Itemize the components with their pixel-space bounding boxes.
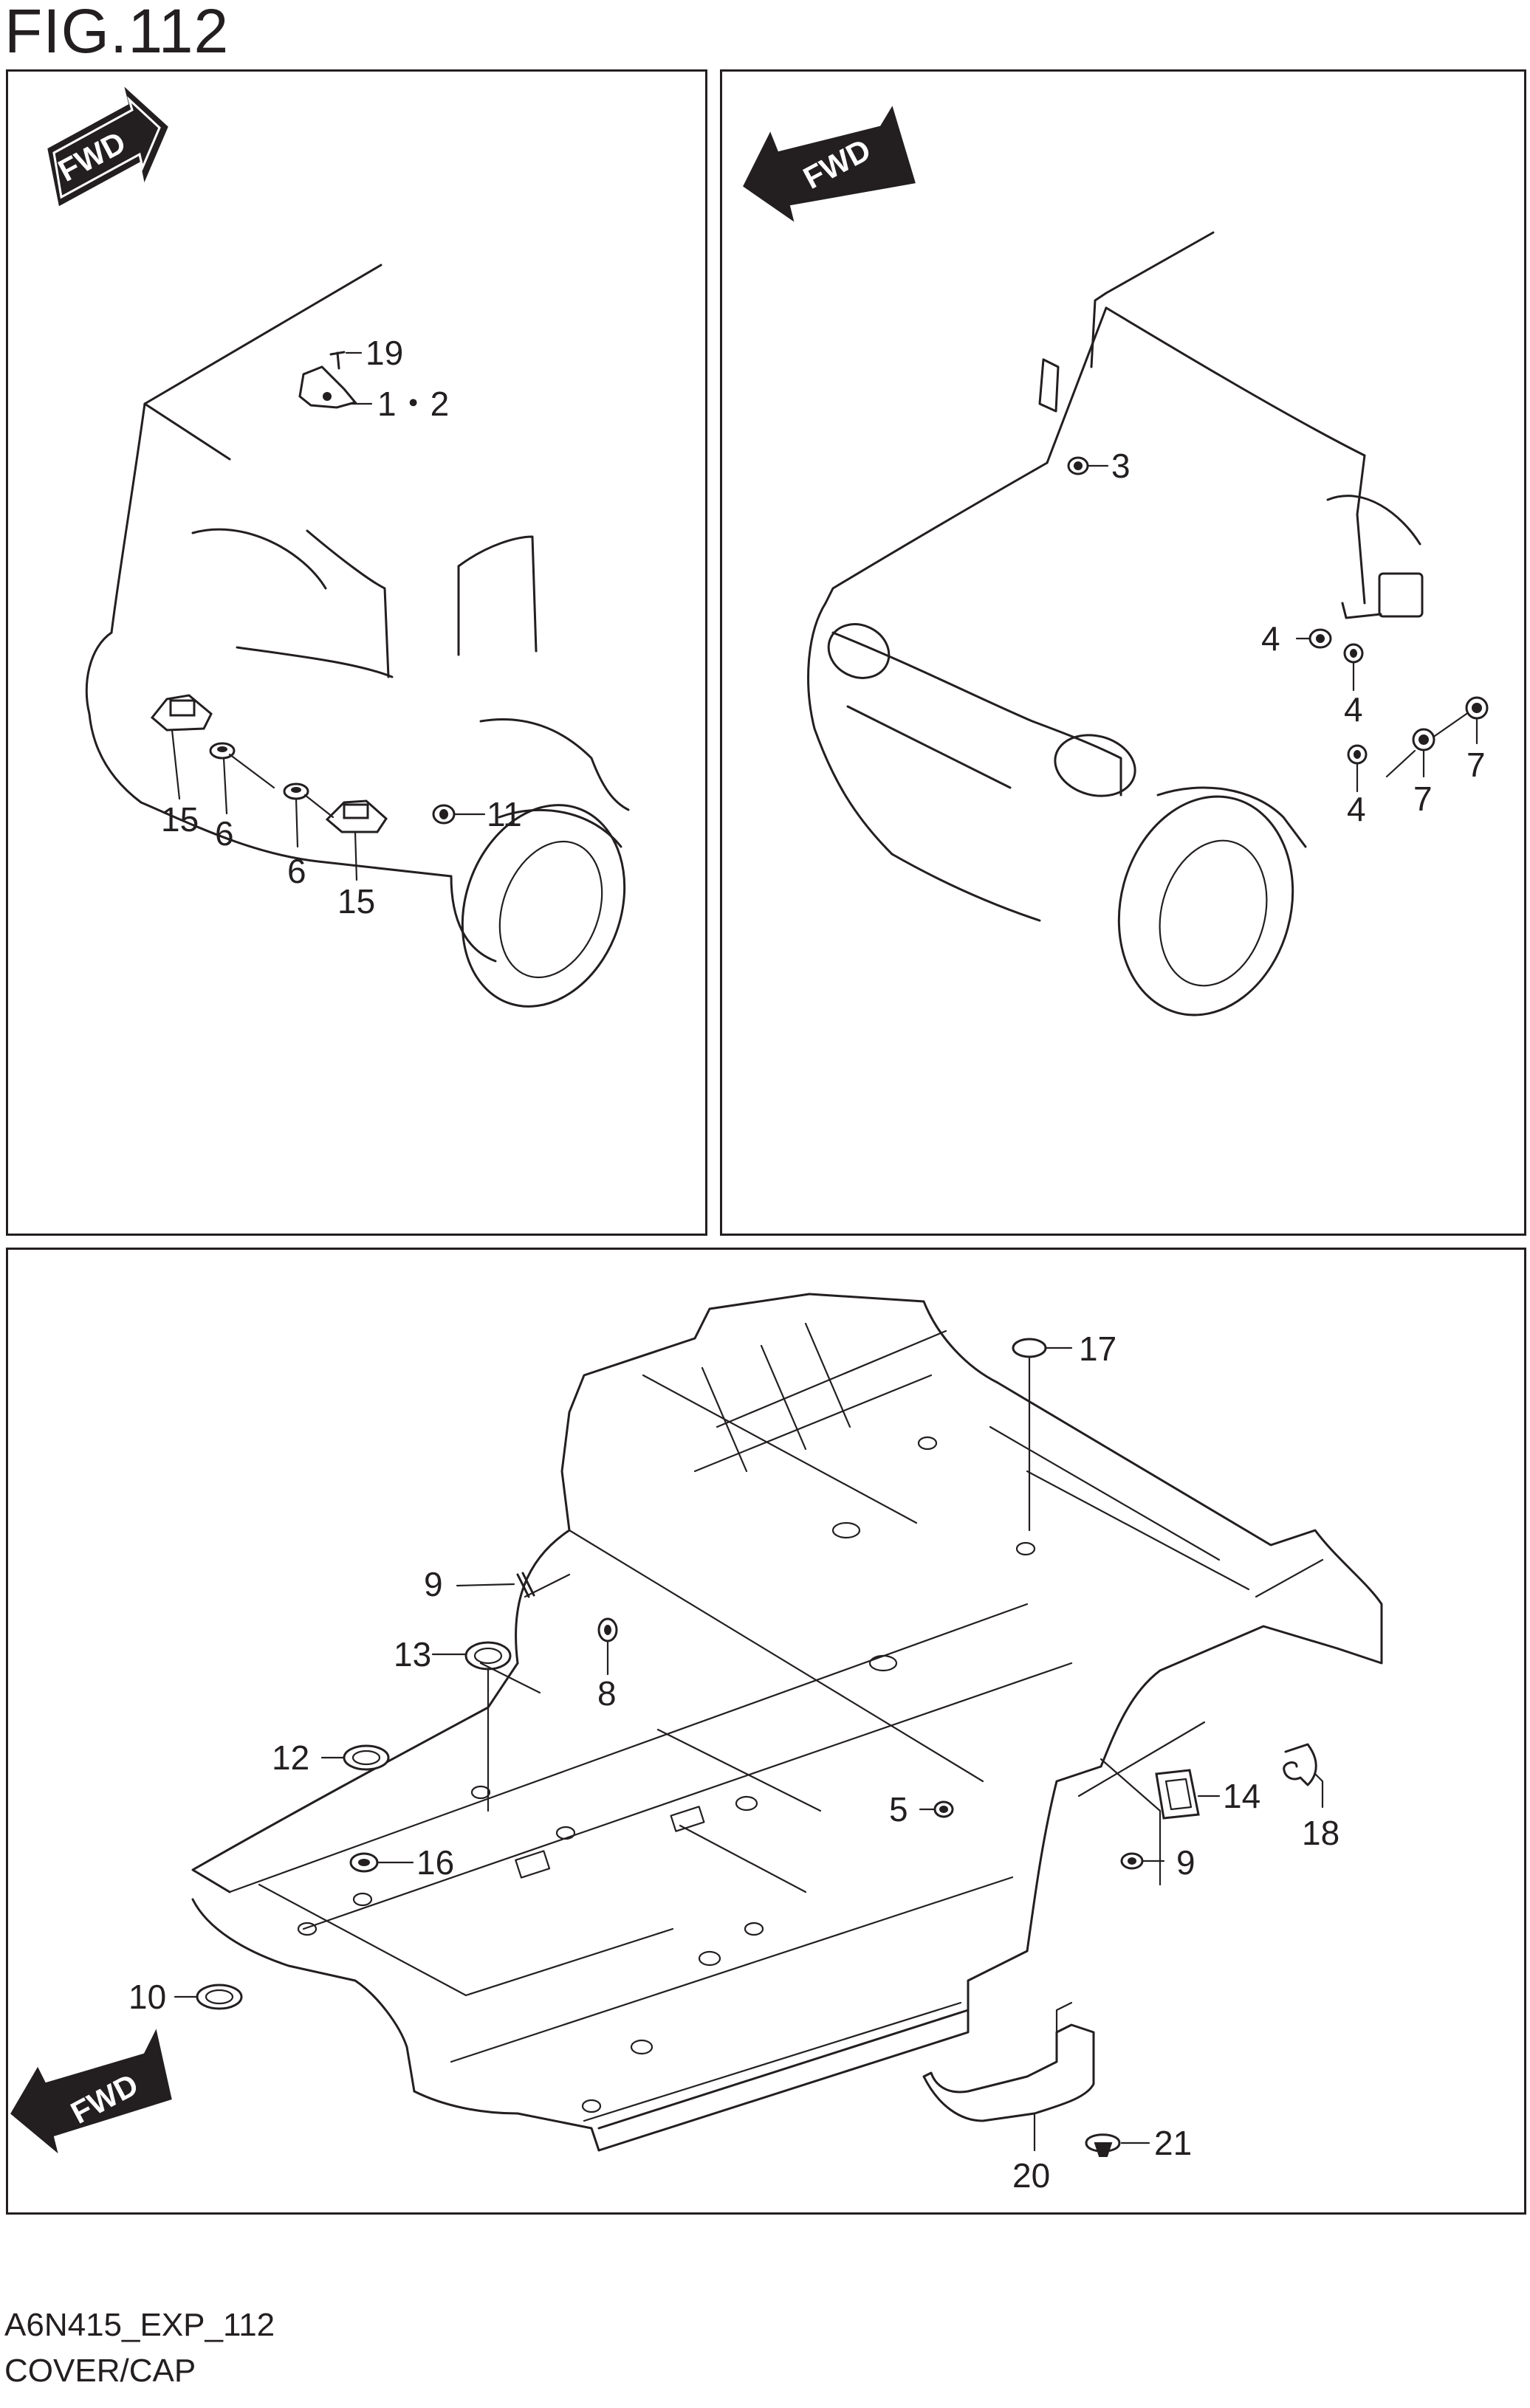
callout-5: 5 xyxy=(889,1790,908,1829)
callout-20: 20 xyxy=(1012,2156,1050,2195)
callout-9-b: 9 xyxy=(1176,1843,1195,1882)
part-6-cap-b-icon xyxy=(283,782,309,800)
part-16-plug-icon xyxy=(349,1852,379,1873)
part-19-screw-icon xyxy=(329,351,346,370)
callout-10: 10 xyxy=(128,1978,166,2016)
callout-11: 11 xyxy=(487,795,522,833)
figure-code: A6N415_EXP_112 xyxy=(4,2307,275,2343)
callout-14: 14 xyxy=(1223,1777,1260,1815)
callout-6-b: 6 xyxy=(287,852,306,890)
part-7-cap-a-icon xyxy=(1412,728,1435,751)
panel-floor-view: FWD xyxy=(6,1248,1526,2215)
fwd-arrow-icon: FWD xyxy=(47,86,168,207)
part-14-cover-icon xyxy=(1155,1769,1200,1820)
part-1-2-bracket-icon xyxy=(298,365,357,409)
part-3-cap-icon xyxy=(1067,456,1089,475)
part-11-grommet-icon xyxy=(432,804,456,825)
callout-3: 3 xyxy=(1111,447,1131,485)
part-10-plug-icon xyxy=(196,1984,243,2010)
callout-9-a: 9 xyxy=(424,1565,443,1603)
fwd-arrow-icon: FWD xyxy=(10,2029,172,2154)
part-12-plug-icon xyxy=(343,1744,390,1771)
callout-4-b: 4 xyxy=(1344,690,1363,729)
callout-4-c: 4 xyxy=(1347,790,1366,828)
callout-19: 19 xyxy=(366,334,403,372)
part-4-cap-a-icon xyxy=(1308,628,1332,649)
callout-21: 21 xyxy=(1154,2124,1192,2162)
part-17-plug-icon xyxy=(1012,1338,1047,1358)
callout-12: 12 xyxy=(272,1738,309,1777)
callout-6-a: 6 xyxy=(215,814,234,853)
callout-7-a: 7 xyxy=(1413,780,1433,818)
part-20-cover-icon xyxy=(922,2001,1095,2122)
callout-13: 13 xyxy=(394,1635,431,1673)
floor-panel-drawing: FWD xyxy=(10,1293,1383,2195)
fwd-arrow-icon: FWD xyxy=(743,106,916,222)
figure-title: FIG.112 xyxy=(4,0,230,66)
part-18-clip-icon xyxy=(1283,1743,1317,1786)
callout-15-a: 15 xyxy=(161,800,199,839)
leader-lines xyxy=(1087,464,1478,793)
callout-1-2: 1・2 xyxy=(377,385,449,423)
part-5-grommet-icon xyxy=(933,1800,954,1818)
figure-name: COVER/CAP xyxy=(4,2353,196,2389)
part-9-clip-a-icon xyxy=(516,1572,535,1598)
part-7-cap-b-icon xyxy=(1465,696,1489,720)
panel-front-right-view: FWD xyxy=(720,69,1526,1236)
callout-17: 17 xyxy=(1079,1329,1116,1368)
callout-8: 8 xyxy=(597,1674,617,1713)
leader-lines xyxy=(171,351,486,881)
part-6-cap-a-icon xyxy=(209,742,236,760)
vehicle-body-outline xyxy=(85,264,630,1008)
part-15-cover-b-icon xyxy=(325,799,388,833)
vehicle-body-outline xyxy=(807,231,1424,1016)
part-4-cap-b-icon xyxy=(1343,643,1364,664)
floor-body-outline xyxy=(191,1293,1383,2152)
callout-18: 18 xyxy=(1302,1814,1339,1852)
part-4-cap-c-icon xyxy=(1347,744,1368,765)
part-15-cover-a-icon xyxy=(150,694,213,732)
leader-lines xyxy=(174,1346,1324,2152)
callout-15-b: 15 xyxy=(337,882,375,921)
callout-16: 16 xyxy=(416,1843,454,1882)
vehicle-front-right-drawing: FWD xyxy=(743,106,1489,1016)
part-21-cap-icon xyxy=(1085,2133,1121,2157)
panel-front-left-view: FWD xyxy=(6,69,707,1236)
vehicle-front-left-drawing: FWD xyxy=(47,86,630,1008)
part-13-plug-icon xyxy=(464,1641,512,1671)
callout-4-a: 4 xyxy=(1261,619,1280,658)
part-9-grommet-b-icon xyxy=(1120,1852,1144,1870)
callout-7-b: 7 xyxy=(1466,746,1486,784)
part-8-grommet-icon xyxy=(597,1617,618,1642)
